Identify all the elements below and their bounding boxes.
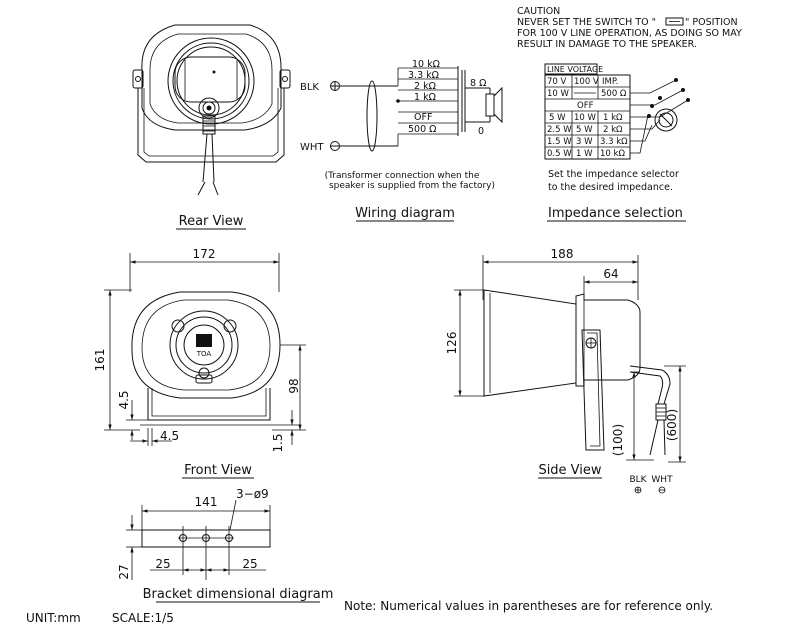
dim-side-length: 188 <box>551 247 574 261</box>
imp-cell: 500 Ω <box>601 89 627 99</box>
dim-side-rear: 64 <box>603 267 618 281</box>
caution-text: CAUTION NEVER SET THE SWITCH TO " " POSI… <box>517 6 742 50</box>
dim-bracket-holes: 3−ø9 <box>236 487 269 501</box>
dim-side-mouth: 126 <box>445 332 459 355</box>
imp-cell: 10 W <box>574 113 597 123</box>
secondary-8ohm-label: 8 Ω <box>470 78 486 89</box>
imp-cell: 10 W <box>547 89 570 99</box>
dim-bracket-left: 25 <box>155 557 170 571</box>
side-blk-label: BLK <box>629 475 647 485</box>
dim-side-cable-100: (100) <box>611 424 625 456</box>
dim-side-cable-600: (600) <box>665 409 679 441</box>
imp-cell: 3.3 kΩ <box>600 137 628 147</box>
imp-cell: 5 W <box>549 113 566 123</box>
wiring-diagram: BLK WHT 10 kΩ 3.3 kΩ 2 kΩ 1 kΩ OFF <box>300 59 503 222</box>
dim-front-bracket-height: 98 <box>287 378 301 393</box>
wiring-note-line2: speaker is supplied from the factory) <box>329 181 495 191</box>
impedance-selection: LINE VOLTAGE 70 V 100 V IMP. 10 W 500 Ω … <box>544 63 690 222</box>
rear-view-title: Rear View <box>179 214 244 229</box>
imp-cell: 5 W <box>576 125 593 135</box>
caution-line-b: " POSITION <box>685 17 738 28</box>
imp-cell: 100 V <box>574 77 599 87</box>
tap-label: 1 kΩ <box>414 92 436 103</box>
wiring-wht-label: WHT <box>300 142 324 153</box>
impedance-note-line2: to the desired impedance. <box>548 182 673 193</box>
imp-cell: 3 W <box>576 137 593 147</box>
wiring-diagram-title: Wiring diagram <box>355 206 455 221</box>
dim-front-15: 1.5 <box>271 433 285 452</box>
dim-front-width: 172 <box>193 247 216 261</box>
wiring-note-line1: (Transformer connection when the <box>325 171 480 181</box>
imp-cell: 1.5 W <box>547 137 572 147</box>
reference-note: Note: Numerical values in parentheses ar… <box>344 599 713 613</box>
secondary-zero-label: 0 <box>478 126 484 137</box>
bracket-diagram: 141 3−ø9 25 25 27 Bracket dimensional di… <box>117 487 334 603</box>
rear-view: Rear View <box>132 24 291 230</box>
front-view: 172 161 TOA 98 4.5 <box>93 247 306 479</box>
dim-front-45-horizontal: 4.5 <box>160 429 179 443</box>
side-wht-label: WHT <box>651 475 673 485</box>
impedance-selection-title: Impedance selection <box>548 206 683 221</box>
imp-cell: 70 V <box>547 77 567 87</box>
tap-label: 10 kΩ <box>412 59 440 70</box>
tap-label: 500 Ω <box>408 124 436 135</box>
front-view-title: Front View <box>184 463 252 478</box>
impedance-header: LINE VOLTAGE <box>547 65 603 74</box>
side-view-title: Side View <box>538 463 601 478</box>
imp-cell: 1 W <box>576 149 593 159</box>
imp-cell: OFF <box>577 101 594 111</box>
dim-bracket-height: 27 <box>117 564 131 579</box>
caution-line-2: FOR 100 V LINE OPERATION, AS DOING SO MA… <box>517 28 742 39</box>
wiring-taps: 10 kΩ 3.3 kΩ 2 kΩ 1 kΩ OFF 500 Ω <box>396 59 458 146</box>
brand-logo: TOA <box>196 350 212 358</box>
dim-front-45-vertical: 4.5 <box>117 390 131 409</box>
tap-label: 2 kΩ <box>414 81 436 92</box>
impedance-note-line1: Set the impedance selector <box>548 169 679 180</box>
imp-cell: IMP. <box>602 77 618 87</box>
caution-line-3: RESULT IN DAMAGE TO THE SPEAKER. <box>517 39 697 50</box>
bracket-diagram-title: Bracket dimensional diagram <box>143 587 334 602</box>
tap-label: 3.3 kΩ <box>408 70 439 81</box>
caution-heading: CAUTION <box>517 6 560 17</box>
dim-bracket-width: 141 <box>195 495 218 509</box>
dim-bracket-right: 25 <box>242 557 257 571</box>
imp-cell: 2.5 W <box>547 125 572 135</box>
imp-cell: 0.5 W <box>547 149 572 159</box>
wiring-blk-label: BLK <box>300 82 319 93</box>
imp-cell: 2 kΩ <box>603 125 623 135</box>
tap-label: OFF <box>414 112 432 123</box>
side-view: 188 64 126 (100) <box>445 247 686 494</box>
scale-label: SCALE:1/5 <box>112 611 174 625</box>
unit-label: UNIT:mm <box>26 611 81 625</box>
imp-cell: 10 kΩ <box>600 149 625 159</box>
dim-front-height: 161 <box>93 349 107 372</box>
imp-cell: 1 kΩ <box>603 113 623 123</box>
caution-line-a: NEVER SET THE SWITCH TO " <box>517 17 656 28</box>
